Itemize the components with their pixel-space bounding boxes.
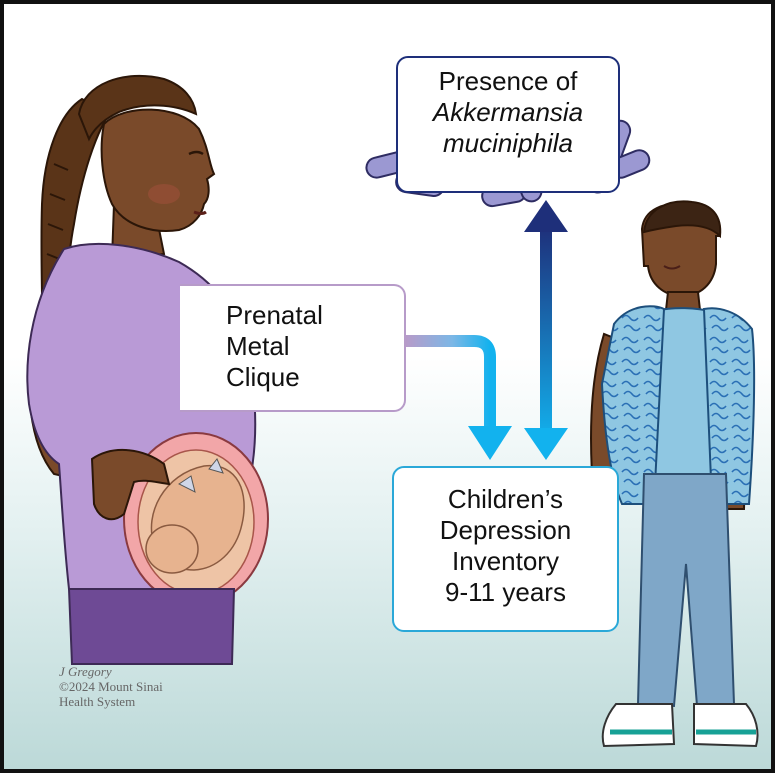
cdi-line4: 9-11 years xyxy=(394,577,617,608)
cdi-line3: Inventory xyxy=(394,546,617,577)
cdi-line2: Depression xyxy=(394,515,617,546)
credit-copyright: ©2024 Mount Sinai xyxy=(59,679,163,694)
metal-line1: Prenatal xyxy=(226,300,404,331)
metal-line2: Metal xyxy=(226,331,404,362)
childrens-depression-inventory-box: Children’s Depression Inventory 9-11 yea… xyxy=(392,466,619,632)
prenatal-metal-clique-box: Prenatal Metal Clique xyxy=(180,284,406,412)
bidirectional-association-arrow xyxy=(524,200,568,460)
akkermansia-species: muciniphila xyxy=(398,128,618,159)
akkermansia-line1: Presence of xyxy=(398,66,618,97)
metal-line3: Clique xyxy=(226,362,404,393)
cdi-line1: Children’s xyxy=(394,484,617,515)
credit-institution: Health System xyxy=(59,694,163,709)
akkermansia-presence-box: Presence of Akkermansia muciniphila xyxy=(396,56,620,193)
credit-artist: J Gregory xyxy=(59,664,163,679)
akkermansia-genus: Akkermansia xyxy=(398,97,618,128)
metal-to-depression-arrow xyxy=(406,341,512,460)
artist-credit: J Gregory ©2024 Mount Sinai Health Syste… xyxy=(59,664,163,709)
